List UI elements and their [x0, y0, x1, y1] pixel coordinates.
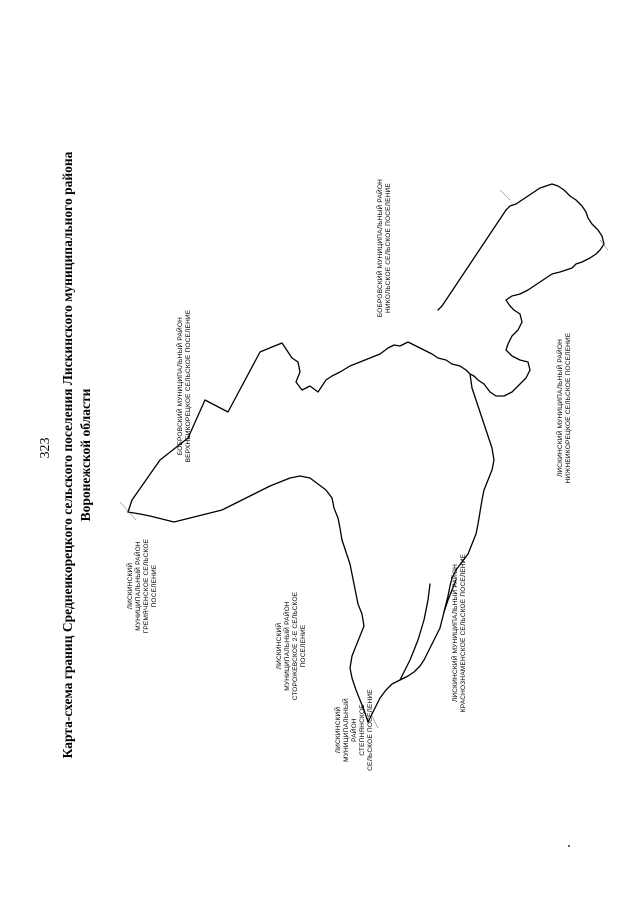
label-line: РАЙОН — [351, 718, 358, 742]
stray-dot — [568, 845, 570, 847]
label-line: ПОСЕЛЕНИЕ — [300, 624, 307, 668]
label-line: КРАСНОЗНАМЕНСКОЕ СЕЛЬСКОЕ ПОСЕЛЕНИЕ — [460, 553, 467, 713]
label-line: ГРЕМЯЧЕНСКОЕ СЕЛЬСКОЕ — [143, 538, 150, 634]
label-line: БОБРОВСКИЙ МУНИЦИПАЛЬНЫЙ РАЙОН — [177, 316, 184, 456]
label-line: ЛИСКИНСКИЙ — [127, 562, 134, 610]
label-line: МУНИЦИПАЛЬНЫЙ — [343, 698, 350, 762]
neighbor-liski-stepnyanskoe: ЛИСКИНСКИЙ МУНИЦИПАЛЬНЫЙ РАЙОН СТЕПНЯНСК… — [335, 675, 375, 785]
neighbor-bobrov-verkhneikorets: БОБРОВСКИЙ МУНИЦИПАЛЬНЫЙ РАЙОН ВЕРХНЕИКО… — [177, 301, 193, 471]
label-line: НИЖНЕИКОРЕЦКОЕ СЕЛЬСКОЕ ПОСЕЛЕНИЕ — [565, 332, 572, 484]
label-line: ЛИСКИНСКИЙ — [276, 622, 283, 670]
label-line: БОБРОВСКИЙ МУНИЦИПАЛЬНЫЙ РАЙОН — [377, 178, 384, 318]
label-line: ЛИСКИНСКИЙ — [335, 706, 342, 754]
neighbor-liski-gremyachenskoe: ЛИСКИНСКИЙ МУНИЦИПАЛЬНЫЙ РАЙОН ГРЕМЯЧЕНС… — [127, 521, 159, 651]
label-line: СЕЛЬСКОЕ ПОСЕЛЕНИЕ — [367, 689, 374, 771]
ticks — [119, 189, 609, 729]
neighbor-liski-storozhevskoe: ЛИСКИНСКИЙ МУНИЦИПАЛЬНЫЙ РАЙОН СТОРОЖЕВС… — [276, 576, 308, 716]
label-line: СТОРОЖЕВСКОЕ 2-Е СЕЛЬСКОЕ — [292, 591, 299, 701]
label-line: ВЕРХНЕИКОРЕЦКОЕ СЕЛЬСКОЕ ПОСЕЛЕНИЕ — [185, 309, 192, 463]
label-line: ЛИСКИНСКИЙ МУНИЦИПАЛЬНЫЙ РАЙОН — [557, 338, 564, 478]
label-line: ЛИСКИНСКИЙ МУНИЦИПАЛЬНЫЙ РАЙОН — [452, 563, 459, 703]
boundary-line — [127, 183, 605, 723]
label-line: МУНИЦИПАЛЬНЫЙ РАЙОН — [284, 601, 291, 691]
label-line: НИКОЛЬСКОЕ СЕЛЬСКОЕ ПОСЕЛЕНИЕ — [385, 183, 392, 313]
neighbor-liski-nizhneikorets: ЛИСКИНСКИЙ МУНИЦИПАЛЬНЫЙ РАЙОН НИЖНЕИКОР… — [557, 313, 573, 503]
neighbor-liski-krasnoznamenskoe: ЛИСКИНСКИЙ МУНИЦИПАЛЬНЫЙ РАЙОН КРАСНОЗНА… — [452, 533, 468, 733]
label-line: СТЕПНЯНСКОЕ — [359, 704, 366, 756]
label-line: ПОСЕЛЕНИЕ — [151, 564, 158, 608]
neighbor-bobrov-nikolskoe: БОБРОВСКИЙ МУНИЦИПАЛЬНЫЙ РАЙОН НИКОЛЬСКО… — [377, 163, 393, 333]
label-line: МУНИЦИПАЛЬНЫЙ РАЙОН — [135, 541, 142, 631]
